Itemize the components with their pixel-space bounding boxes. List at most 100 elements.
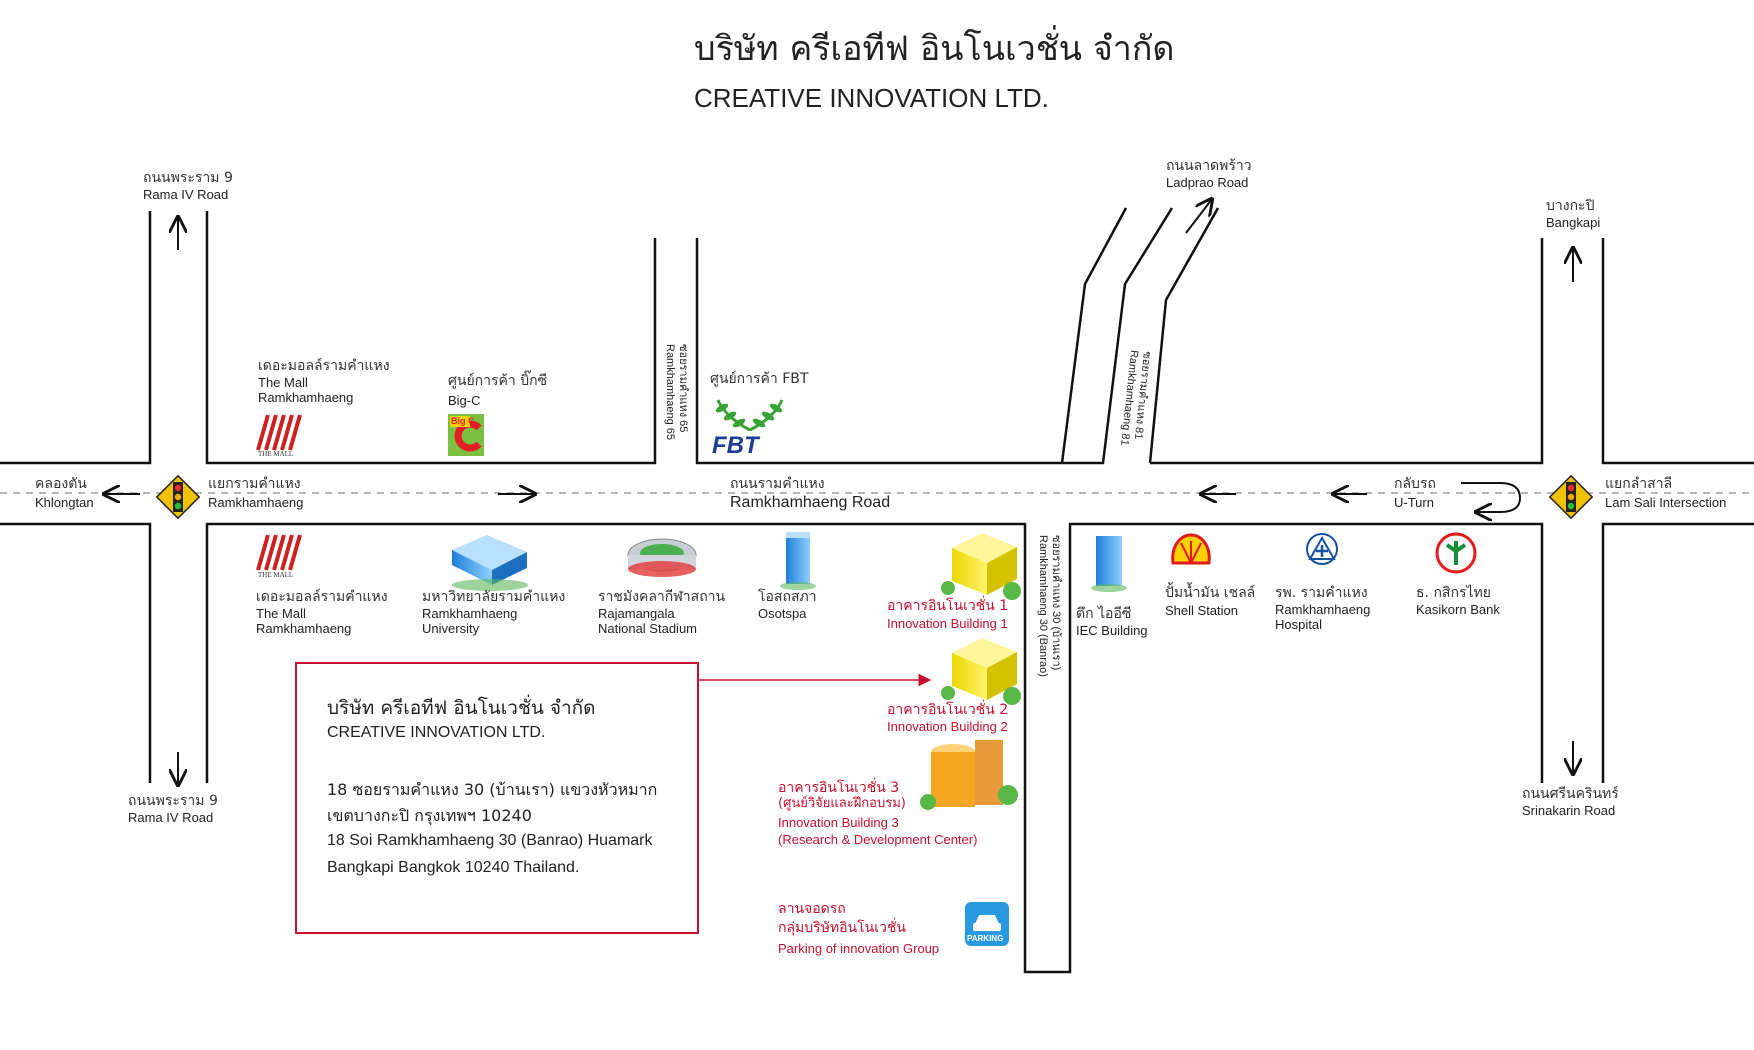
soi30-label-th: ซอยรามคำแหง 30 (บ้านเรา) [1050, 535, 1062, 671]
mall-south-label-en1: The Mall [256, 606, 306, 621]
shell-label-en: Shell Station [1165, 603, 1238, 618]
kasikorn-logo [1435, 532, 1477, 574]
lamsali-label-en: Lam Sali Intersection [1605, 495, 1727, 510]
bigc-logo-text: Big C [451, 416, 475, 426]
iec-building-icon [1091, 536, 1127, 592]
road-edge-top-4 [1060, 207, 1128, 464]
page-title-th: บริษัท ครีเอทีฟ อินโนเวชั่น จำกัด [694, 29, 1175, 69]
building3-label-en: Innovation Building 3 [778, 815, 899, 830]
mall-north-label-th: เดอะมอลล์รามคำแหง [258, 358, 390, 374]
iec-label-en: IEC Building [1076, 623, 1148, 638]
osotspa-icon [780, 532, 816, 590]
hospital-label-en2: Hospital [1275, 617, 1322, 632]
road-edge-top-3 [695, 207, 1174, 465]
shell-logo [1171, 533, 1211, 565]
bangkapi-label-th: บางกะปิ [1546, 198, 1595, 214]
road-edge-top-7 [1601, 238, 1754, 465]
stadium-label-th: ราชมังคลากีฬาสถาน [598, 589, 726, 605]
innovation-building-3-icon [920, 740, 1018, 810]
address-line-2: เขตบางกะปิ กรุงเทพฯ 10240 [327, 806, 532, 825]
building2-label-en: Innovation Building 2 [887, 719, 1008, 734]
address-company-en: CREATIVE INNOVATION LTD. [327, 724, 546, 741]
fbt-logo [715, 399, 784, 432]
arrow-ladprao [1185, 199, 1212, 234]
rama9-south-label-th: ถนนพระราม 9 [128, 793, 218, 809]
mall-north-label-en2: Ramkhamhaeng [258, 390, 354, 405]
innovation-building-1-icon [941, 533, 1021, 600]
university-label-en1: Ramkhamhaeng [422, 606, 518, 621]
traffic-signal-ramkhamhaeng [155, 474, 201, 520]
innovation-building-2-icon [941, 638, 1021, 705]
mall-south-label-th: เดอะมอลล์รามคำแหง [256, 589, 388, 605]
bigc-logo [448, 414, 484, 456]
rama9-north-label-en: Rama IV Road [143, 187, 229, 202]
khlongtan-label-th: คลองตัน [35, 476, 87, 492]
parking-icon [965, 902, 1009, 946]
osotspa-label-th: โอสถสภา [758, 589, 817, 605]
fbt-label-th: ศูนย์การค้า FBT [710, 371, 809, 387]
address-company-th: บริษัท ครีเอทีฟ อินโนเวชั่น จำกัด [327, 697, 596, 719]
srinakarin-label-en: Srinakarin Road [1522, 803, 1616, 818]
osotspa-label-en: Osotspa [758, 606, 807, 621]
road-edge-top-5 [1148, 207, 1220, 464]
arrow-uturn [1461, 482, 1522, 512]
mall-north-logo-text: THE MALL [258, 450, 294, 458]
hospital-label-th: รพ. รามคำแหง [1275, 585, 1368, 601]
soi30-label: ซอยรามคำแหง 30 (บ้านเรา) Ramkhamhaeng 30… [1036, 535, 1062, 677]
rama9-south-label-en: Rama IV Road [128, 810, 214, 825]
kbank-label-en: Kasikorn Bank [1416, 602, 1500, 617]
ladprao-label-th: ถนนลาดพร้าว [1166, 158, 1252, 174]
hospital-label-en1: Ramkhamhaeng [1275, 602, 1371, 617]
road-network [0, 207, 1754, 974]
fbt-logo-text: FBT [712, 432, 759, 459]
rama9-north-label-th: ถนนพระราม 9 [143, 170, 233, 186]
university-icon [452, 535, 528, 591]
university-label-th: มหาวิทยาลัยรามคำแหง [422, 589, 566, 605]
mall-south-logo-text: THE MALL [258, 571, 294, 579]
stadium-icon [627, 538, 697, 577]
address-line-1: 18 ซอยรามคำแหง 30 (บ้านเรา) แขวงหัวหมาก [327, 780, 658, 799]
page-title-en: CREATIVE INNOVATION LTD. [694, 83, 1049, 113]
ramkhamhaeng-junction-label-en: Ramkhamhaeng [208, 495, 304, 510]
soi65-label-th: ซอยรามคำแหง 65 [677, 344, 689, 433]
soi65-label-en: Ramkhamhaeng 65 [663, 344, 676, 441]
srinakarin-label-th: ถนนศรีนครินทร์ [1522, 786, 1619, 802]
building3-label-en2: (Research & Development Center) [778, 832, 978, 847]
ladprao-label-en: Ladprao Road [1166, 175, 1249, 190]
building3-label-th2: (ศูนย์วิจัยและฝึกอบรม) [778, 796, 906, 811]
road-edge-top-2 [205, 211, 657, 465]
parking-label-en: Parking of innovation Group [778, 941, 940, 956]
hospital-logo [1306, 533, 1338, 565]
traffic-signal-lamsali [1548, 474, 1594, 520]
soi65-label: ซอยรามคำแหง 65 Ramkhamhaeng 65 [663, 344, 689, 440]
parking-label-th2: กลุ่มบริษัทอินโนเวชั่น [778, 920, 906, 936]
stadium-label-en1: Rajamangala [598, 606, 675, 621]
building3-label-th: อาคารอินโนเวชั่น 3 [778, 780, 900, 796]
the-mall-logo-south [256, 534, 302, 571]
road-edge-top-6 [1150, 238, 1544, 465]
shell-label-th: ปั้มน้ำมัน เชลล์ [1165, 585, 1256, 601]
ramkhamhaeng-road-label-en: Ramkhamhaeng Road [730, 494, 891, 511]
road-edge-bottom-3 [1601, 522, 1754, 783]
khlongtan-label-en: Khlongtan [35, 495, 94, 510]
ramkhamhaeng-road-label-th: ถนนรามคำแหง [730, 476, 825, 492]
building2-label-th: อาคารอินโนเวชั่น 2 [887, 702, 1009, 718]
bangkapi-label-en: Bangkapi [1546, 215, 1601, 230]
road-edge-bottom-1 [0, 522, 152, 783]
lamsali-label-th: แยกลำสาลี [1605, 476, 1673, 492]
address-line-3: 18 Soi Ramkhamhaeng 30 (Banrao) Huamark [327, 832, 653, 849]
mall-south-label-en2: Ramkhamhaeng [256, 621, 352, 636]
soi30-label-en: Ramkhamhaeng 30 (Banrao) [1036, 535, 1049, 677]
the-mall-logo-north [256, 414, 302, 451]
parking-label-th: ลานจอดรถ [778, 901, 846, 917]
parking-icon-text: PARKING [967, 934, 1004, 943]
road-edge-top-1 [0, 211, 152, 465]
address-line-4: Bangkapi Bangkok 10240 Thailand. [327, 859, 580, 876]
bigc-label-th: ศูนย์การค้า บิ๊กซี [448, 373, 548, 389]
building1-label-th: อาคารอินโนเวชั่น 1 [887, 598, 1009, 614]
mall-north-label-en1: The Mall [258, 375, 308, 390]
ramkhamhaeng-junction-label-th: แยกรามคำแหง [208, 476, 301, 492]
bigc-label-en: Big-C [448, 393, 481, 408]
direction-arrows [104, 199, 1573, 785]
building1-label-en: Innovation Building 1 [887, 616, 1008, 631]
